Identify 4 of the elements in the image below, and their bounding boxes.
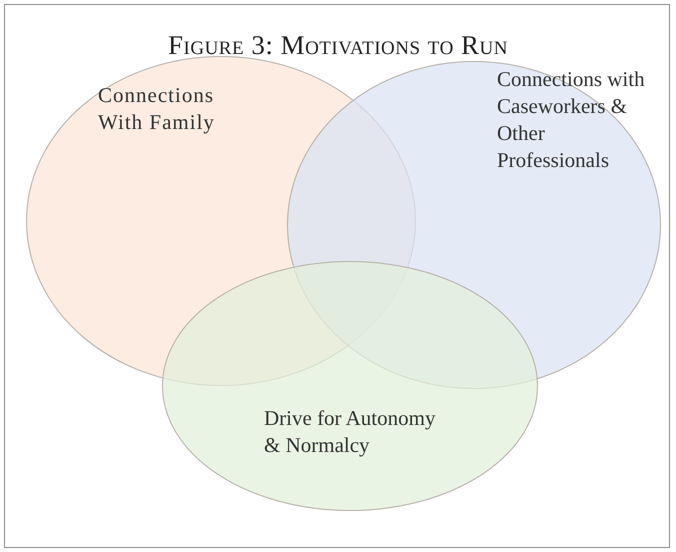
diagram-title: Figure 3: Motivations to Run (167, 30, 509, 61)
set-label: Connections with Caseworkers & Other Professionals (497, 66, 646, 174)
set-label: Connections With Family (98, 82, 216, 136)
set-label: Drive for Autonomy & Normalcy (264, 405, 436, 459)
